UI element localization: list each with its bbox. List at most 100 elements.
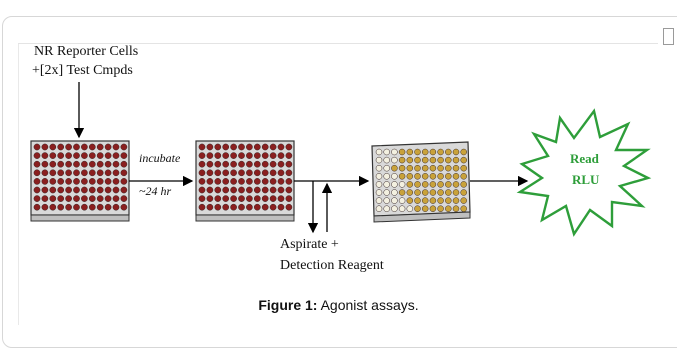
well	[49, 169, 57, 177]
well	[277, 186, 285, 194]
well	[460, 189, 467, 196]
well	[81, 143, 88, 151]
well	[49, 203, 57, 211]
plate-3-gold	[371, 141, 471, 223]
well	[206, 195, 214, 202]
well	[112, 169, 120, 177]
well	[246, 160, 253, 168]
well	[238, 195, 245, 202]
well	[253, 169, 261, 177]
well	[198, 186, 206, 194]
well	[198, 178, 206, 185]
well	[391, 189, 398, 196]
well	[65, 160, 72, 168]
well	[214, 203, 222, 211]
well	[452, 205, 460, 212]
well	[429, 164, 437, 172]
well	[120, 143, 128, 151]
well	[88, 178, 96, 185]
well	[96, 178, 104, 185]
well	[104, 169, 112, 177]
well	[406, 148, 414, 156]
well	[65, 152, 72, 159]
well	[222, 152, 230, 159]
well	[253, 195, 261, 202]
well	[383, 197, 390, 204]
plate-1-red	[30, 140, 130, 222]
well	[445, 189, 452, 196]
well	[222, 160, 230, 168]
well	[57, 143, 65, 151]
well	[414, 197, 421, 204]
expand-icon[interactable]	[663, 28, 674, 45]
well	[88, 152, 96, 159]
well	[452, 189, 460, 196]
well	[230, 143, 237, 151]
well	[437, 205, 444, 212]
well	[73, 195, 80, 202]
well	[238, 152, 245, 159]
well	[73, 186, 80, 194]
step1-line1: NR Reporter Cells	[34, 44, 139, 59]
well	[383, 164, 390, 172]
well	[88, 169, 96, 177]
well	[230, 178, 237, 185]
well	[246, 152, 253, 159]
well	[238, 203, 245, 211]
well	[65, 169, 72, 177]
well	[460, 156, 467, 164]
well	[437, 197, 444, 204]
well	[49, 143, 57, 151]
well	[88, 203, 96, 211]
step1-line2: +[2x] Test Cmpds	[32, 63, 133, 78]
well	[269, 152, 277, 159]
well	[81, 195, 88, 202]
well	[285, 143, 293, 151]
well	[214, 152, 222, 159]
well	[230, 160, 237, 168]
well	[391, 181, 398, 188]
well	[383, 181, 390, 188]
well	[33, 169, 41, 177]
well	[429, 197, 437, 204]
well	[398, 189, 406, 196]
well	[198, 195, 206, 202]
well	[206, 160, 214, 168]
well	[238, 160, 245, 168]
well	[41, 160, 49, 168]
rlu-label: RLU	[572, 172, 600, 187]
divider-top	[18, 43, 658, 44]
well	[112, 152, 120, 159]
well	[41, 143, 49, 151]
well	[198, 160, 206, 168]
well	[104, 160, 112, 168]
well	[460, 205, 467, 212]
well	[437, 181, 444, 188]
well	[383, 205, 390, 212]
plate-2-red	[195, 140, 295, 222]
well	[246, 169, 253, 177]
well	[406, 197, 414, 204]
well	[429, 205, 437, 212]
well	[269, 169, 277, 177]
well	[206, 143, 214, 151]
caption-text: Agonist assays.	[317, 297, 419, 313]
well	[452, 181, 460, 188]
well	[460, 148, 467, 156]
well	[414, 173, 421, 180]
well	[277, 178, 285, 185]
well	[452, 173, 460, 180]
well	[33, 178, 41, 185]
well	[230, 195, 237, 202]
well	[104, 203, 112, 211]
well	[383, 156, 390, 164]
well	[406, 156, 414, 164]
well	[57, 178, 65, 185]
well	[406, 205, 414, 212]
well	[96, 186, 104, 194]
well	[253, 160, 261, 168]
well	[198, 143, 206, 151]
well	[198, 169, 206, 177]
well	[104, 143, 112, 151]
well	[429, 181, 437, 188]
